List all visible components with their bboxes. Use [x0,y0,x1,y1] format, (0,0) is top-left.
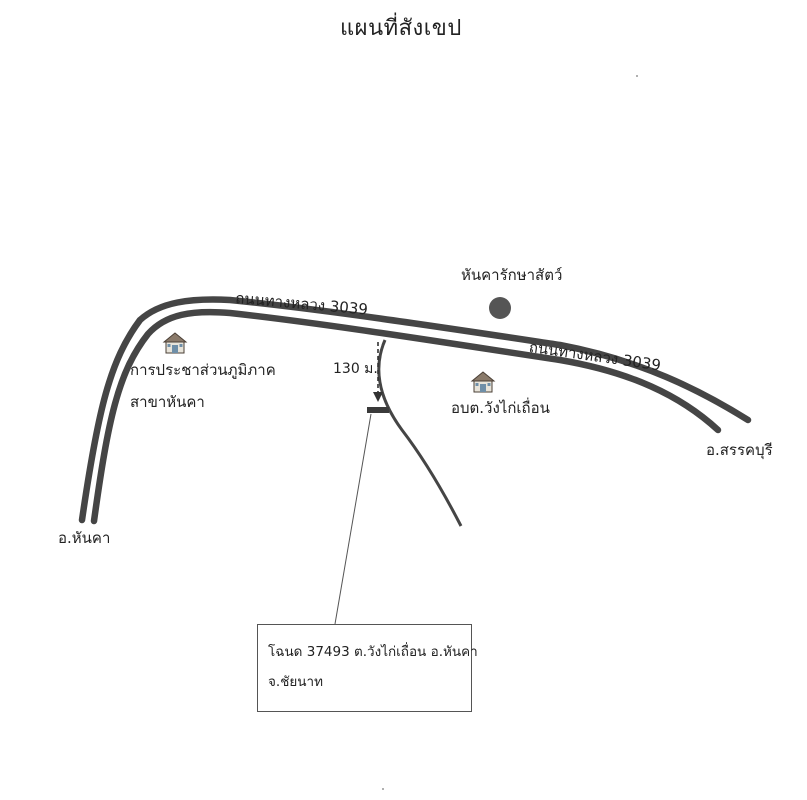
deed-line-1: โฉนด 37493 ต.วังไก่เถื่อน อ.หันคา [268,644,478,660]
deed-line-2: จ.ชัยนาท [268,674,323,690]
side-road [377,339,463,527]
water-authority-label-line2: สาขาหันคา [130,393,205,411]
distance-arrow-head [373,392,383,402]
highway-3039-upper-line [78,296,752,524]
highway-3039-lower-line [90,308,722,525]
tao-label: อบต.วังไก่เถื่อน [451,399,550,417]
distance-label: 130 ม. [333,361,378,377]
scan-speck [636,75,638,77]
zoo-label: หันคารักษาสัตว์ [461,266,563,284]
building-icon [162,332,188,354]
water-authority-label-line1: การประชาส่วนภูมิภาค [130,361,276,379]
destination-hankha: อ.หันคา [58,529,111,547]
destination-sanburi: อ.สรรคบุรี [706,441,773,459]
deed-info-box: โฉนด 37493 ต.วังไก่เถื่อน อ.หันคา จ.ชัยน… [257,624,478,712]
map-title: แผนที่สังเขป [340,16,462,41]
building-icon [470,371,496,393]
deed-leader-line [334,413,372,625]
plot-marker [367,407,389,413]
scan-speck [382,788,384,790]
zoo-marker-dot [489,297,511,319]
